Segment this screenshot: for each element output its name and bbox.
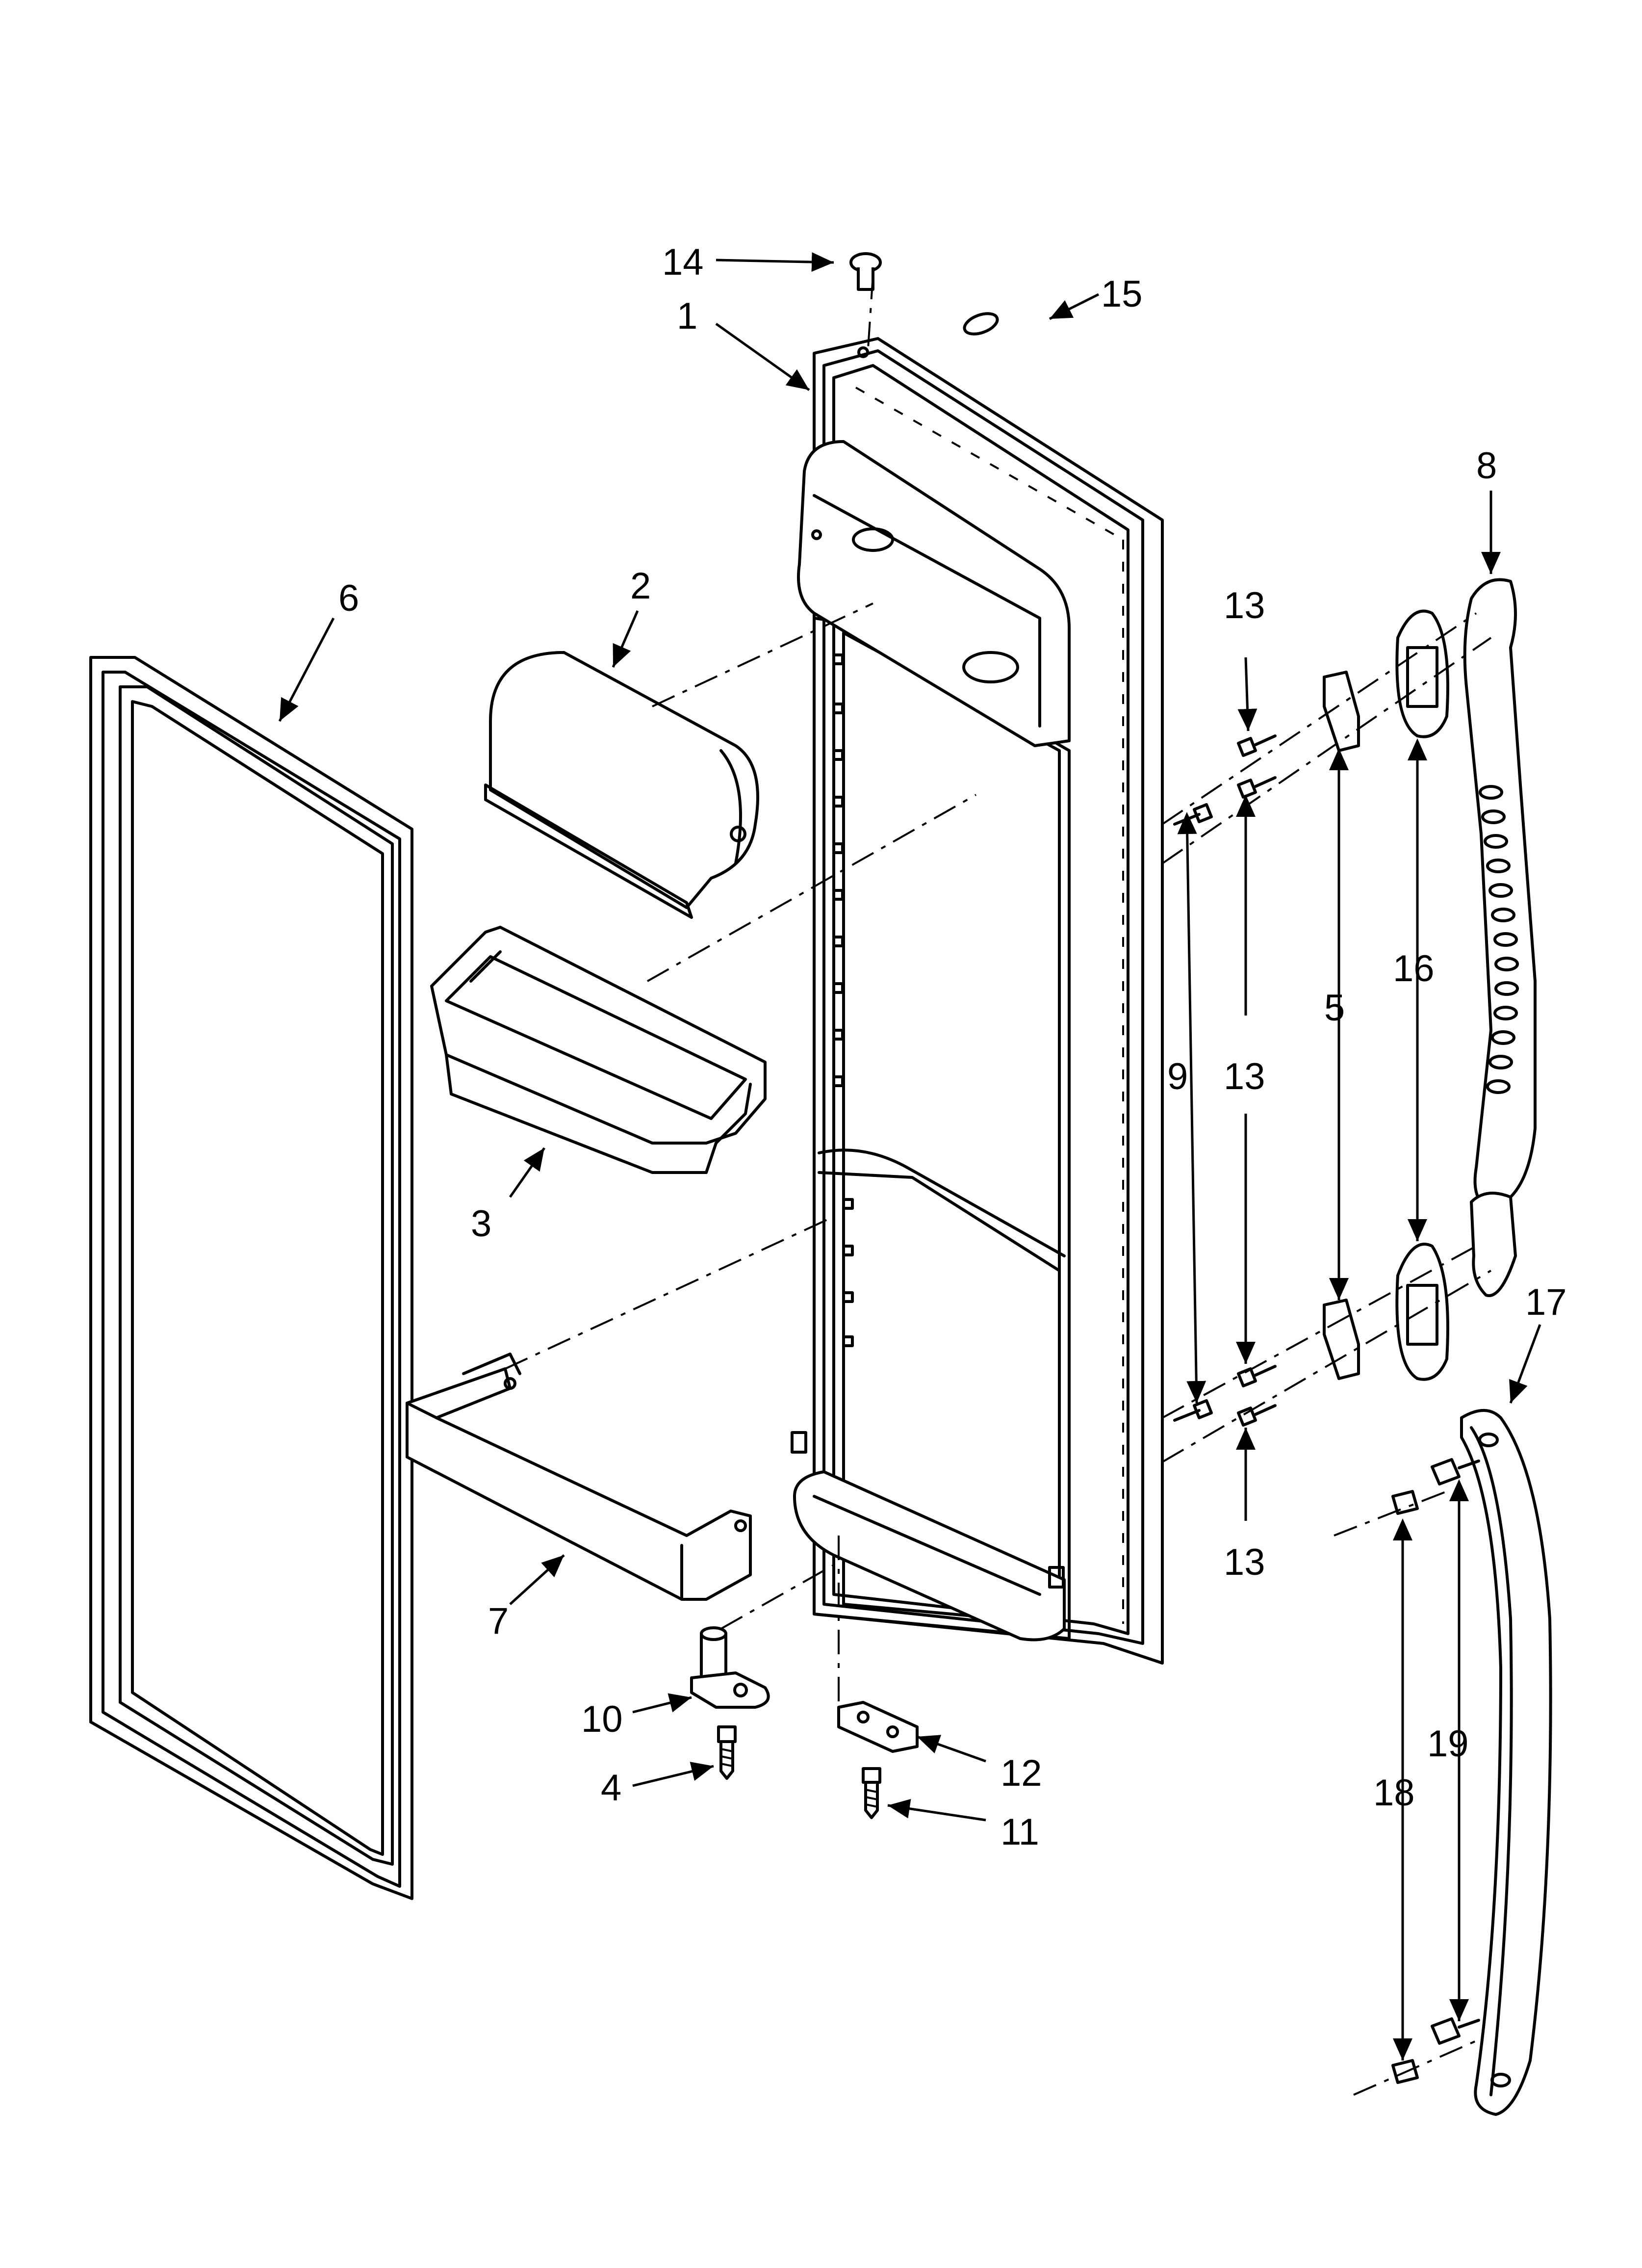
callout-5: 5 bbox=[1324, 987, 1345, 1029]
hinge-bracket-part bbox=[690, 1626, 770, 1709]
handle-clips-part bbox=[1323, 671, 1360, 1380]
washer-part bbox=[963, 312, 999, 336]
callout-13-mid: 13 bbox=[1224, 1056, 1265, 1097]
callout-1: 1 bbox=[677, 295, 697, 337]
lower-handle-fasteners-part bbox=[1391, 1458, 1480, 2084]
door-liner-part bbox=[791, 337, 1164, 1665]
screw-part-11 bbox=[862, 1767, 881, 1819]
callout-10: 10 bbox=[581, 1698, 623, 1740]
callout-12: 12 bbox=[1001, 1752, 1042, 1794]
assembly-lines bbox=[505, 274, 1492, 2096]
callout-7: 7 bbox=[488, 1600, 509, 1642]
callout-labels: 14 15 1 8 2 6 13 16 5 9 13 3 17 13 7 10 … bbox=[338, 241, 1567, 1853]
callout-4: 4 bbox=[601, 1767, 621, 1809]
callout-13-bottom: 13 bbox=[1224, 1541, 1265, 1583]
door-gasket-part bbox=[89, 656, 413, 1900]
door-bin-part bbox=[430, 926, 767, 1174]
callout-15: 15 bbox=[1101, 273, 1143, 315]
bin-rail-part bbox=[406, 1353, 752, 1601]
callout-3: 3 bbox=[471, 1203, 491, 1245]
hinge-plate-part bbox=[837, 1701, 919, 1753]
callout-8: 8 bbox=[1476, 445, 1497, 487]
callout-9: 9 bbox=[1167, 1056, 1188, 1097]
lower-handle-part bbox=[1460, 1409, 1552, 2116]
liner-bumps bbox=[832, 653, 854, 1347]
callout-14: 14 bbox=[662, 241, 704, 283]
door-handle-part bbox=[1463, 578, 1537, 1297]
callout-2: 2 bbox=[630, 565, 651, 607]
callout-16: 16 bbox=[1393, 948, 1435, 990]
handle-end-caps-part bbox=[1395, 609, 1449, 1381]
screw-part-4 bbox=[717, 1725, 737, 1780]
callout-13-top: 13 bbox=[1224, 585, 1265, 626]
callout-19: 19 bbox=[1427, 1723, 1469, 1765]
callout-6: 6 bbox=[338, 577, 359, 619]
callout-11: 11 bbox=[1001, 1811, 1039, 1853]
callout-17: 17 bbox=[1525, 1281, 1567, 1323]
plug-part bbox=[849, 252, 882, 291]
callout-arrows bbox=[278, 252, 1541, 2060]
callout-18: 18 bbox=[1373, 1772, 1415, 1814]
dispenser-cover-part bbox=[484, 651, 759, 919]
